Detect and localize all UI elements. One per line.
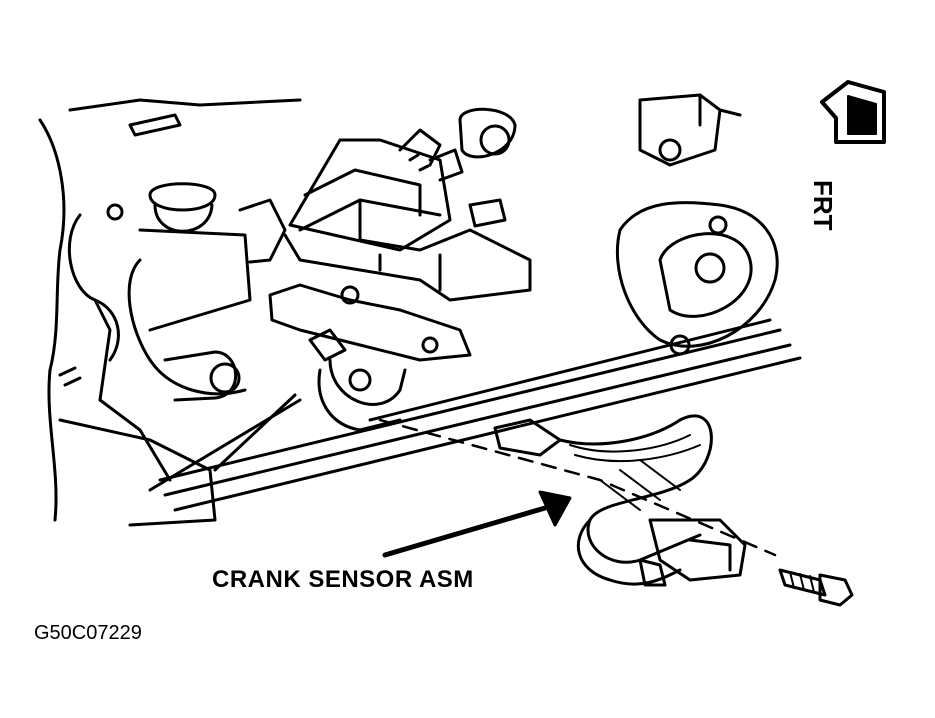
figure-id: G50C07229 — [34, 622, 142, 644]
bolt-icon — [778, 568, 854, 607]
front-direction-label: FRT — [808, 180, 838, 231]
engine-rails — [158, 318, 802, 512]
callout-label: CRANK SENSOR ASM — [212, 566, 474, 593]
timing-cover-plate — [615, 93, 779, 356]
ignition-coil-assembly — [238, 107, 532, 302]
front-direction-arrow-icon — [820, 80, 886, 144]
mounting-bracket — [268, 283, 472, 432]
installation-guide-line — [378, 418, 777, 557]
callout-arrow — [382, 490, 572, 558]
engine-block — [38, 98, 302, 527]
crank-sensor-icon — [493, 414, 747, 587]
